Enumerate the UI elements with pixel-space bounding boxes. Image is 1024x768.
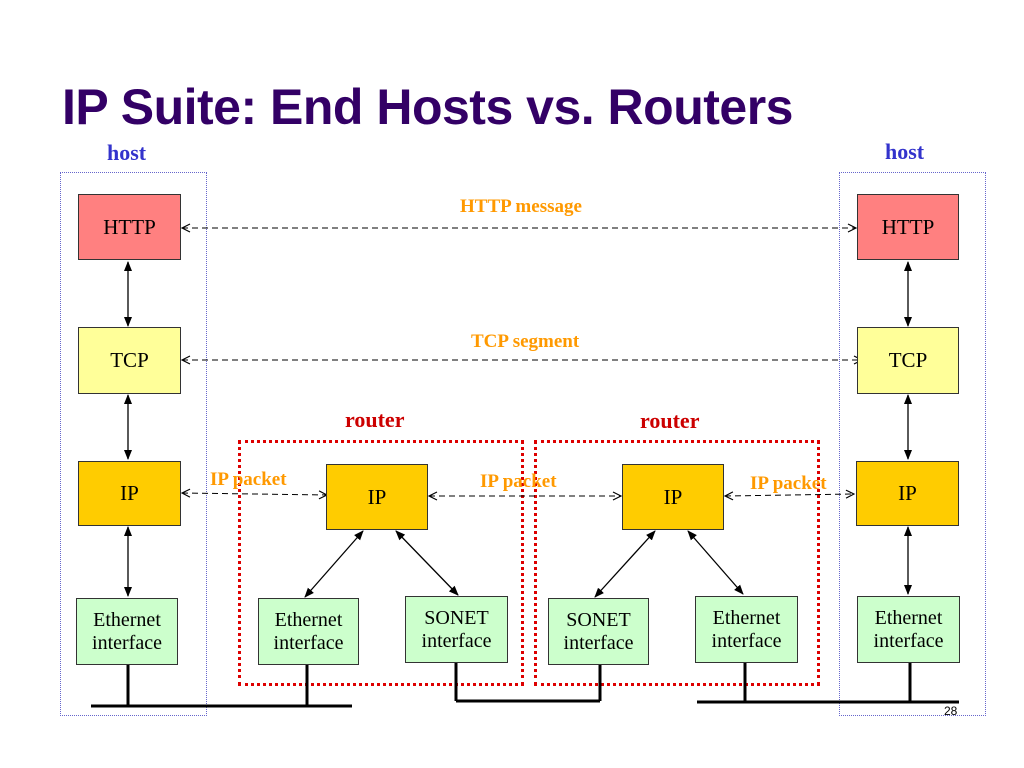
http-message-label: HTTP message: [460, 196, 582, 217]
right-ethernet-interface-box: Ethernet interface: [857, 596, 960, 663]
router2-if2-line1: Ethernet: [712, 606, 781, 629]
router1-sonet-interface-box: SONET interface: [405, 596, 508, 663]
router2-ip-box: IP: [622, 464, 724, 530]
left-host-frame: [60, 172, 207, 716]
router2-ip-sonet-arrow: [594, 530, 656, 598]
router1-ip-box: IP: [326, 464, 428, 530]
ip-packet-label-2: IP packet: [480, 471, 557, 492]
router1-if2-line2: interface: [421, 629, 492, 652]
right-eth-line1: Ethernet: [874, 606, 943, 629]
left-eth-line2: interface: [92, 631, 162, 654]
left-router-frame: [238, 440, 524, 686]
page-number: 28: [944, 704, 958, 718]
ip-peer-arrow-3: [725, 494, 854, 496]
right-tcp-box: TCP: [857, 327, 959, 394]
router1-ip-sonet-arrow: [395, 530, 459, 596]
tcp-segment-label: TCP segment: [471, 331, 580, 352]
right-http-box: HTTP: [857, 194, 959, 260]
router2-ethernet-interface-box: Ethernet interface: [695, 596, 798, 663]
ip-packet-label-1: IP packet: [210, 469, 287, 490]
left-ethernet-interface-box: Ethernet interface: [76, 598, 178, 665]
router1-if1-line2: interface: [273, 631, 344, 654]
right-router-label: router: [640, 408, 700, 433]
right-host-label: host: [885, 139, 925, 164]
right-eth-line2: interface: [873, 629, 944, 652]
right-router-frame: [534, 440, 820, 686]
router1-ip-eth-arrow: [304, 530, 364, 598]
left-host-label: host: [107, 140, 147, 165]
right-host-frame: [839, 172, 986, 716]
router1-if1-line1: Ethernet: [274, 608, 343, 631]
router2-sonet-interface-box: SONET interface: [548, 598, 649, 665]
slide-title: IP Suite: End Hosts vs. Routers: [62, 79, 793, 135]
left-eth-line1: Ethernet: [93, 608, 161, 631]
router2-if1-line2: interface: [563, 631, 634, 654]
router2-if1-line1: SONET: [566, 608, 631, 631]
router2-if2-line2: interface: [711, 629, 782, 652]
router2-ip-eth-arrow: [687, 530, 744, 595]
left-tcp-box: TCP: [78, 327, 181, 394]
ip-packet-label-3: IP packet: [750, 473, 827, 494]
left-ip-box: IP: [78, 461, 181, 526]
router1-if2-line1: SONET: [424, 606, 489, 629]
right-ip-box: IP: [856, 461, 959, 526]
router1-ethernet-interface-box: Ethernet interface: [258, 598, 359, 665]
left-http-box: HTTP: [78, 194, 181, 260]
ip-peer-arrow-1: [182, 493, 327, 495]
left-router-label: router: [345, 407, 405, 432]
